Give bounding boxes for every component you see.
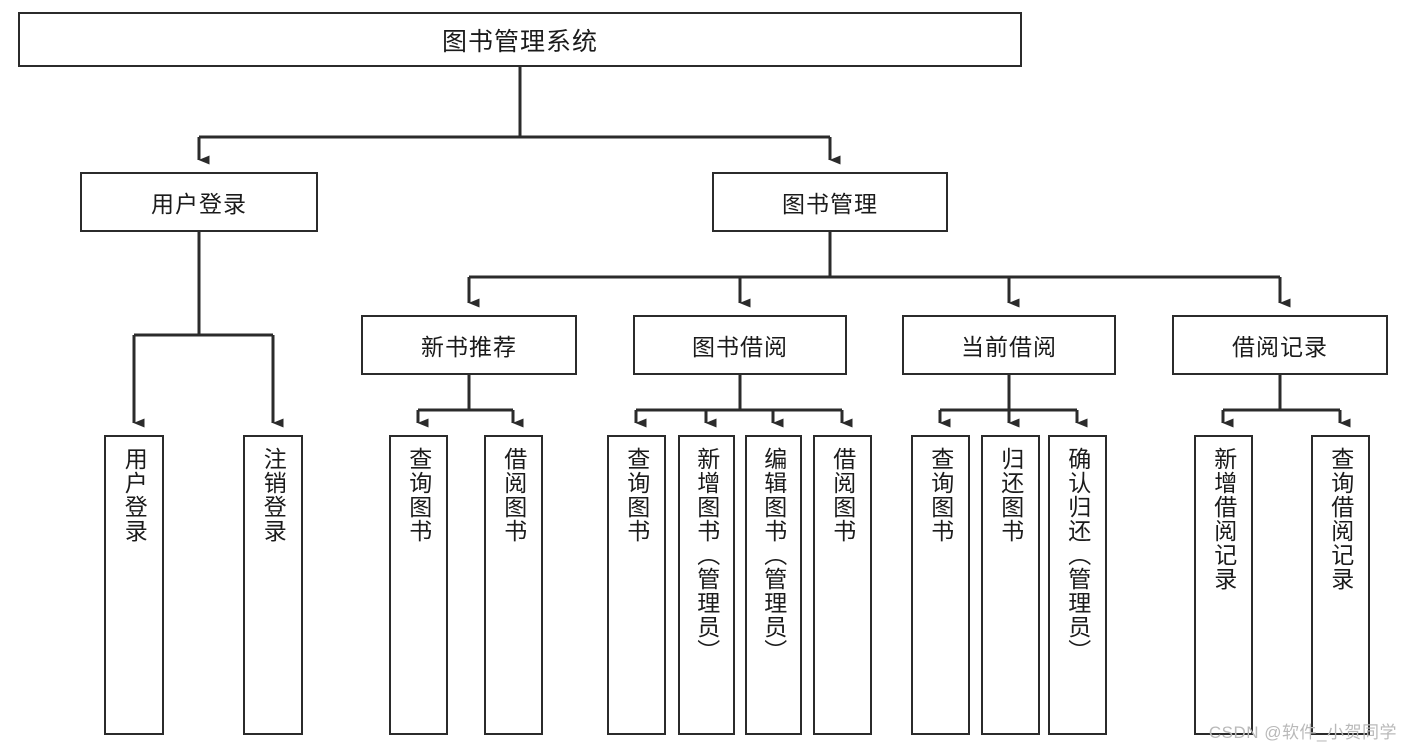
leaf-borrow-book-recommend[interactable]: 借阅图书 xyxy=(484,435,543,735)
leaf-query-book-borrow[interactable]: 查询图书 xyxy=(607,435,666,735)
node-root-label: 图书管理系统 xyxy=(441,27,598,56)
leaf-user-login-label: 用户登录 xyxy=(121,447,148,543)
node-book-borrow[interactable]: 图书借阅 xyxy=(633,315,847,375)
leaf-add-borrow-record[interactable]: 新增借阅记录 xyxy=(1194,435,1253,735)
leaf-user-login[interactable]: 用户登录 xyxy=(104,435,164,735)
leaf-borrow-book-recommend-label: 借阅图书 xyxy=(500,447,527,543)
watermark: CSDN @软件_小贺同学 xyxy=(1208,723,1397,742)
leaf-query-book-current[interactable]: 查询图书 xyxy=(911,435,970,735)
leaf-edit-book-admin-label: 编辑图书（管理员） xyxy=(760,447,787,663)
leaf-query-book-recommend[interactable]: 查询图书 xyxy=(389,435,448,735)
leaf-query-borrow-record[interactable]: 查询借阅记录 xyxy=(1311,435,1370,735)
leaf-query-book-current-label: 查询图书 xyxy=(927,447,954,543)
node-book-management[interactable]: 图书管理 xyxy=(712,172,948,232)
node-current-borrow-label: 当前借阅 xyxy=(961,334,1057,360)
leaf-query-borrow-record-label: 查询借阅记录 xyxy=(1327,447,1354,591)
node-current-borrow[interactable]: 当前借阅 xyxy=(902,315,1116,375)
node-user-login-label: 用户登录 xyxy=(151,191,247,217)
leaf-query-book-borrow-label: 查询图书 xyxy=(623,447,650,543)
leaf-borrow-book[interactable]: 借阅图书 xyxy=(813,435,872,735)
leaf-add-borrow-record-label: 新增借阅记录 xyxy=(1210,447,1237,591)
node-new-book-recommend-label: 新书推荐 xyxy=(421,334,517,360)
leaf-logout[interactable]: 注销登录 xyxy=(243,435,303,735)
leaf-borrow-book-label: 借阅图书 xyxy=(829,447,856,543)
leaf-confirm-return-admin-label: 确认归还（管理员） xyxy=(1064,447,1091,663)
node-book-management-label: 图书管理 xyxy=(782,191,878,217)
leaf-query-book-recommend-label: 查询图书 xyxy=(405,447,432,543)
leaf-logout-label: 注销登录 xyxy=(260,447,287,543)
node-root[interactable]: 图书管理系统 xyxy=(18,12,1022,67)
node-borrow-record[interactable]: 借阅记录 xyxy=(1172,315,1388,375)
leaf-edit-book-admin[interactable]: 编辑图书（管理员） xyxy=(745,435,802,735)
node-new-book-recommend[interactable]: 新书推荐 xyxy=(361,315,577,375)
leaf-return-book-label: 归还图书 xyxy=(997,447,1024,543)
leaf-add-book-admin-label: 新增图书（管理员） xyxy=(693,447,720,663)
node-user-login[interactable]: 用户登录 xyxy=(80,172,318,232)
leaf-add-book-admin[interactable]: 新增图书（管理员） xyxy=(678,435,735,735)
leaf-confirm-return-admin[interactable]: 确认归还（管理员） xyxy=(1048,435,1107,735)
leaf-return-book[interactable]: 归还图书 xyxy=(981,435,1040,735)
node-borrow-record-label: 借阅记录 xyxy=(1232,334,1328,360)
node-book-borrow-label: 图书借阅 xyxy=(692,334,788,360)
